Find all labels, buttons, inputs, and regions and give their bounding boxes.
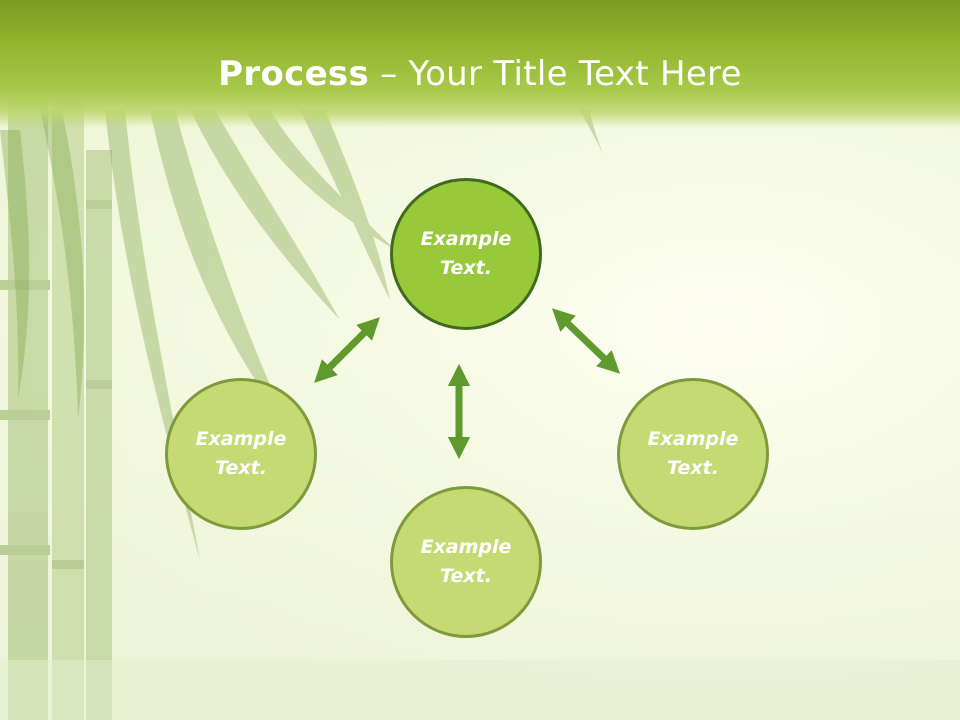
title-bold: Process — [218, 54, 370, 94]
process-node-bottom: Example Text. — [390, 486, 542, 638]
process-node-top: Example Text. — [390, 178, 542, 330]
slide-title: Process – Your Title Text Here — [0, 52, 960, 96]
arrow-top-left — [314, 317, 380, 383]
node-bottom-label: Example Text. — [420, 536, 512, 587]
node-top-label: Example Text. — [420, 228, 512, 279]
process-node-left: Example Text. — [165, 378, 317, 530]
node-right-label: Example Text. — [647, 428, 739, 479]
process-node-right: Example Text. — [617, 378, 769, 530]
node-left-label: Example Text. — [195, 428, 287, 479]
header-band — [0, 0, 960, 128]
arrow-top-right — [551, 308, 621, 374]
title-dash: – — [369, 54, 409, 94]
title-rest: Your Title Text Here — [408, 54, 742, 94]
